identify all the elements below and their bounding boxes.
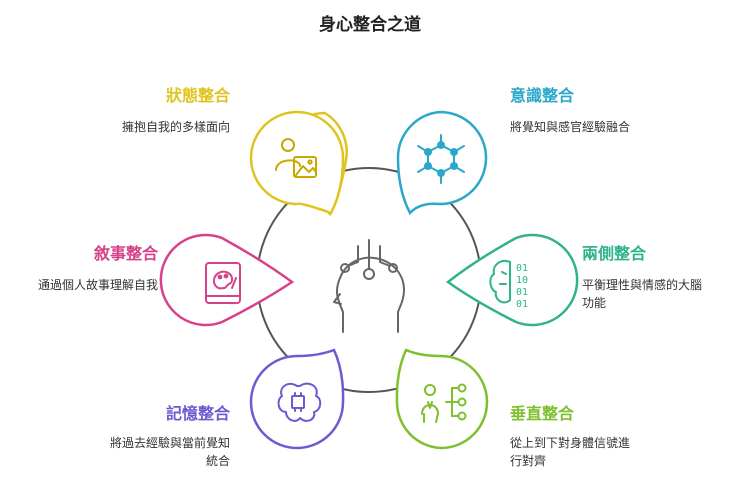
vertical-desc-line-1: 從上到下對身體信號進: [510, 436, 631, 450]
narrative-desc: 通過個人故事理解自我: [37, 278, 158, 292]
svg-text:01: 01: [516, 299, 528, 310]
bilateral-desc: 平衡理性與情感的大腦 功能: [582, 276, 702, 312]
state-desc: 擁抱自我的多樣面向: [121, 120, 230, 134]
person-image-icon: [275, 138, 317, 178]
person-hierarchy-icon: [421, 383, 467, 423]
memory-desc: 將過去經驗與當前覺知 統合: [110, 434, 230, 470]
bilateral-desc-line-2: 功能: [582, 296, 607, 310]
narrative-title: 敘事整合: [93, 244, 158, 263]
node-conscious[interactable]: [396, 110, 488, 216]
bilateral-desc-line-1: 平衡理性與情感的大腦: [582, 278, 703, 292]
brain-chip-icon: [277, 382, 322, 422]
conscious-title: 意識整合: [510, 86, 575, 105]
state-title: 狀態整合: [165, 86, 230, 105]
node-narrative[interactable]: [159, 233, 295, 327]
palette-book-icon: [205, 262, 241, 304]
node-vertical[interactable]: [395, 348, 489, 450]
vertical-desc: 從上到下對身體信號進 行對齊: [510, 434, 630, 470]
memory-title: 記憶整合: [165, 404, 230, 423]
brain-binary-icon: 01 10 01 01: [489, 260, 528, 310]
svg-text:01: 01: [516, 287, 528, 298]
head-with-circuit-icon: [333, 239, 405, 333]
node-bilateral[interactable]: [445, 233, 579, 327]
memory-desc-line-2: 統合: [205, 454, 230, 468]
svg-text:01: 01: [516, 263, 528, 274]
network-hexagon-icon: [417, 134, 465, 184]
bilateral-title: 兩側整合: [582, 244, 647, 263]
vertical-title: 垂直整合: [510, 404, 575, 423]
node-memory[interactable]: [249, 348, 345, 450]
memory-desc-line-1: 將過去經驗與當前覺知: [109, 436, 230, 450]
vertical-desc-line-2: 行對齊: [510, 454, 547, 468]
page-title: 身心整合之道: [319, 15, 421, 35]
svg-text:10: 10: [516, 275, 528, 286]
conscious-desc: 將覺知與感官經驗融合: [510, 120, 631, 134]
